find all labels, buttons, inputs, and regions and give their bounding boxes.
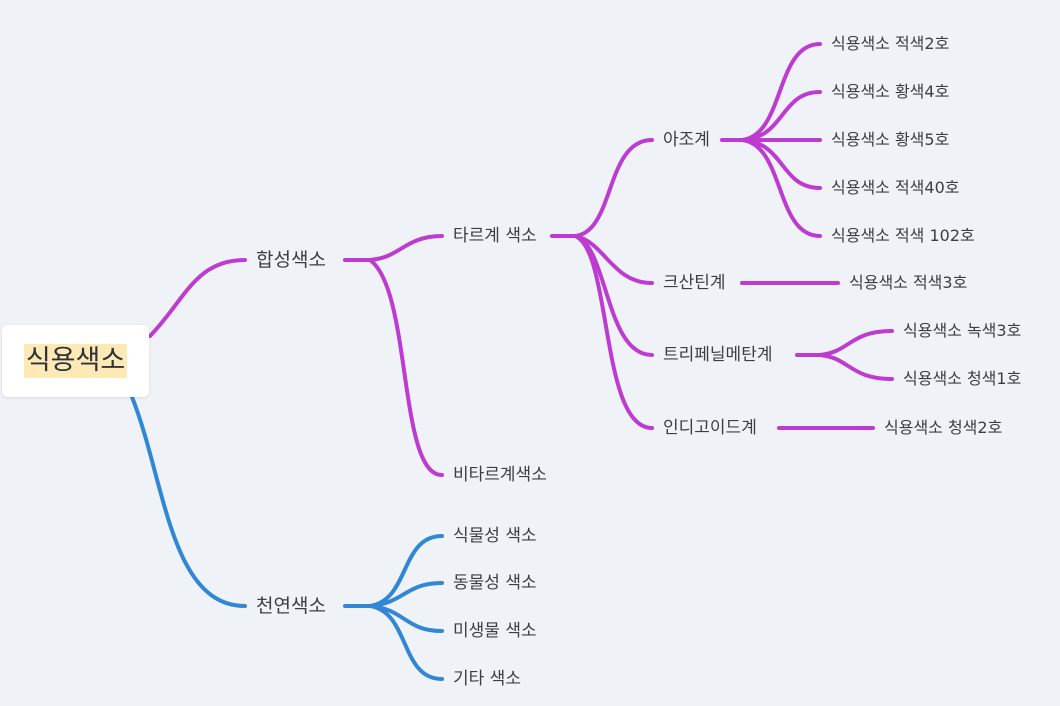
node-azo[interactable]: 아조계 [663, 130, 710, 150]
node-azo-item[interactable]: 식용색소 적색 102호 [831, 226, 975, 245]
node-triphenylmethane-item[interactable]: 식용색소 녹색3호 [903, 321, 1022, 340]
link-natural-item-1 [368, 534, 444, 608]
node-azo-item[interactable]: 식용색소 적색40호 [831, 178, 960, 197]
link-azo-item-4 [740, 138, 822, 190]
node-tar[interactable]: 타르계 색소 [453, 226, 537, 246]
node-natural-item[interactable]: 기타 색소 [453, 669, 521, 689]
link-tar-indigoid [573, 234, 654, 430]
node-triphenylmethane[interactable]: 트리페닐메탄계 [663, 345, 773, 365]
link-root-synthetic [148, 258, 247, 338]
link-synthetic-nontar [368, 258, 444, 477]
root-node-label: 식용색소 [23, 344, 128, 378]
link-azo-item-1 [740, 42, 822, 142]
link-natural-item-2 [368, 581, 444, 608]
link-azo-item-2 [740, 90, 822, 142]
node-natural-item[interactable]: 미생물 색소 [453, 621, 537, 641]
node-synthetic[interactable]: 합성색소 [256, 249, 326, 271]
node-azo-item[interactable]: 식용색소 황색4호 [831, 82, 950, 101]
link-triphenyl-item-2 [818, 353, 894, 381]
root-node[interactable]: 식용색소 [2, 325, 149, 397]
node-natural[interactable]: 천연색소 [256, 595, 326, 617]
node-indigoid[interactable]: 인디고이드계 [663, 418, 757, 438]
node-azo-item[interactable]: 식용색소 황색5호 [831, 130, 950, 149]
node-xanthene-item[interactable]: 식용색소 적색3호 [849, 273, 968, 292]
link-tar-triphenyl [573, 234, 654, 357]
link-synthetic-tar [368, 234, 444, 262]
link-triphenyl-item-1 [818, 329, 894, 357]
node-triphenylmethane-item[interactable]: 식용색소 청색1호 [903, 369, 1022, 388]
node-indigoid-item[interactable]: 식용색소 청색2호 [884, 418, 1003, 437]
link-natural-item-4 [368, 604, 444, 681]
node-xanthene[interactable]: 크산틴계 [663, 273, 726, 293]
link-root-natural [130, 395, 247, 608]
node-azo-item[interactable]: 식용색소 적색2호 [831, 34, 950, 53]
link-tar-azo [573, 138, 654, 238]
link-azo-item-5 [740, 138, 822, 238]
node-natural-item[interactable]: 동물성 색소 [453, 573, 537, 593]
node-non-tar[interactable]: 비타르계색소 [453, 465, 547, 485]
node-natural-item[interactable]: 식물성 색소 [453, 526, 537, 546]
